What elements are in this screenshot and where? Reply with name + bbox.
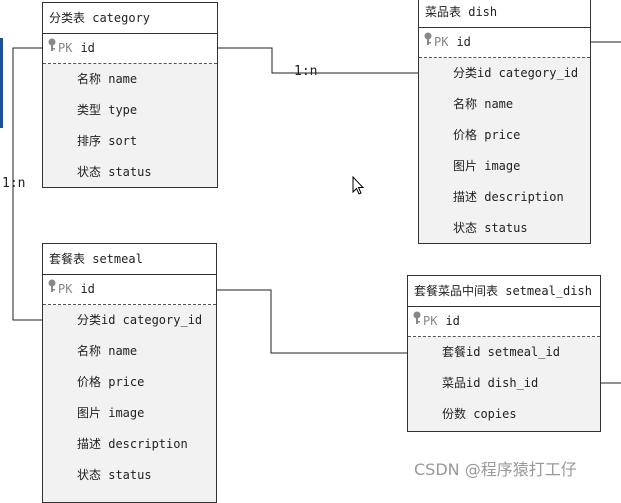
primary-key-row: PK id	[43, 275, 216, 305]
pk-label: PK	[434, 35, 449, 49]
line-category-setmeal	[12, 47, 46, 321]
attribute-row: 价格 price	[77, 375, 145, 389]
attribute-row: 描述 description	[453, 190, 564, 204]
left-edge-strip	[0, 38, 3, 128]
attribute-row: 排序 sort	[77, 134, 138, 148]
attribute-row: 名称 name	[77, 344, 138, 358]
attribute-row: 类型 type	[77, 103, 138, 117]
table-title: 套餐表 setmeal	[43, 244, 216, 275]
table-dish[interactable]: 菜品表 dish PK id 分类id category_id 名称 name …	[418, 0, 591, 244]
attribute-row: 分类id category_id	[453, 66, 579, 80]
relationship-lines	[12, 41, 621, 384]
key-icon	[423, 28, 433, 57]
attribute-row: 图片 image	[453, 159, 521, 173]
table-title: 菜品表 dish	[419, 0, 590, 28]
attribute-row: 描述 description	[77, 437, 188, 451]
table-category[interactable]: 分类表 category PK id 名称 name 类型 type 排序 so…	[42, 2, 218, 188]
line-dish-setmealdish	[590, 41, 621, 384]
pk-field: id	[80, 282, 95, 296]
pk-field: id	[80, 41, 95, 55]
line-category-dish	[217, 47, 418, 74]
pk-label: PK	[58, 41, 73, 55]
attribute-row: 状态 status	[77, 468, 152, 482]
watermark: CSDN @程序猿打工仔	[414, 460, 577, 479]
key-icon	[47, 34, 57, 63]
attribute-row: 份数 copies	[442, 407, 517, 421]
primary-key-row: PK id	[408, 307, 600, 337]
table-setmeal-dish[interactable]: 套餐菜品中间表 setmeal_dish PK id 套餐id setmeal_…	[407, 275, 601, 432]
primary-key-row: PK id	[43, 34, 217, 64]
attribute-row: 价格 price	[453, 128, 521, 142]
pk-field: id	[445, 314, 460, 328]
table-title: 分类表 category	[43, 3, 217, 34]
attribute-row: 状态 status	[453, 221, 528, 235]
key-icon	[47, 275, 57, 304]
line-setmeal-setmealdish	[216, 289, 408, 354]
attribute-row: 名称 name	[77, 72, 138, 86]
attribute-row: 菜品id dish_id	[442, 376, 539, 390]
mouse-cursor-icon	[352, 175, 365, 199]
primary-key-row: PK id	[419, 28, 590, 58]
attribute-row: 分类id category_id	[77, 313, 203, 327]
table-setmeal[interactable]: 套餐表 setmeal PK id 分类id category_id 名称 na…	[42, 243, 217, 503]
table-title: 套餐菜品中间表 setmeal_dish	[408, 276, 600, 307]
key-icon	[412, 307, 422, 336]
relation-label-category-setmeal: 1:n	[2, 176, 26, 191]
pk-field: id	[456, 35, 471, 49]
attribute-row: 图片 image	[77, 406, 145, 420]
pk-label: PK	[423, 314, 438, 328]
pk-label: PK	[58, 282, 73, 296]
attribute-row: 状态 status	[77, 165, 152, 179]
attribute-row: 名称 name	[453, 97, 514, 111]
attribute-row: 套餐id setmeal_id	[442, 345, 560, 359]
relation-label-category-dish: 1:n	[294, 64, 318, 79]
